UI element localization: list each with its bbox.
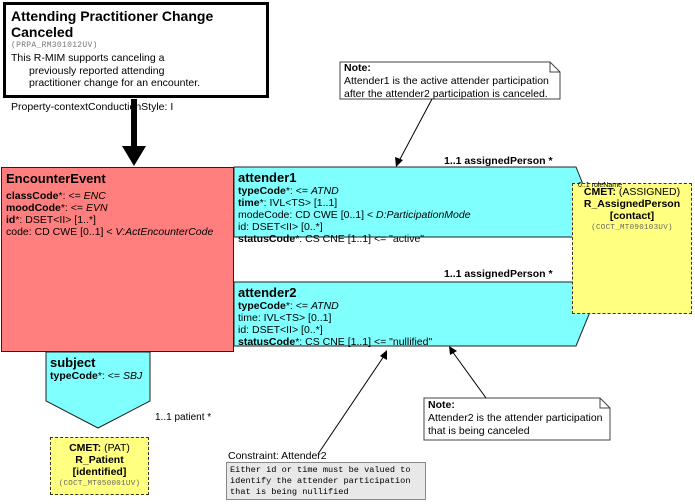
note-attender2: Note: Attender2 is the attender particip…	[428, 399, 603, 438]
model-id: (PRPA_RM301012UV)	[11, 41, 98, 50]
attender2-participation: attender2 typeCode*: <= ATND time: IVL<T…	[238, 285, 432, 348]
model-title-box: Attending Practitioner Change Canceled (…	[3, 2, 269, 113]
cmet-name: R_AssignedPerson	[583, 198, 681, 210]
subject-shape	[45, 351, 151, 429]
note2-pointer	[451, 350, 487, 399]
note-attender1: Note: Attender1 is the active attender p…	[344, 62, 549, 101]
attribute-row: time: IVL<TS> [0..1]	[238, 312, 332, 324]
cmet-flavor: [identified]	[72, 466, 127, 478]
note1-shape	[339, 61, 561, 100]
cmet-id: (COCT_MT090103UV)	[591, 224, 673, 232]
attender1-participation: attender1 typeCode*: <= ATND time*: IVL<…	[238, 170, 471, 245]
description-line: This R-MIM supports canceling a	[11, 52, 165, 64]
note2-shape	[423, 397, 611, 441]
note-line: after the attender2 participation is can…	[344, 88, 548, 100]
cmet-flavor: [contact]	[609, 210, 655, 222]
description-line: practitioner change for an encounter.	[29, 77, 201, 89]
cmet-patient: CMET: (PAT) R_Patient [identified] (COCT…	[50, 437, 149, 495]
class-name: EncounterEvent	[6, 171, 106, 186]
encounter-event-class: EncounterEvent classCode*: <= ENC moodCo…	[1, 167, 234, 352]
attribute-row: typeCode*: <= SBJ	[50, 370, 143, 382]
note-title: Note:	[428, 399, 455, 411]
model-title: Attending Practitioner Change Canceled	[11, 8, 214, 40]
note-title: Note:	[344, 62, 371, 74]
class-name: attender2	[238, 285, 297, 300]
role-name-overlap-label: 0..1 roleName	[578, 182, 622, 189]
constraint-box: Either id or time must be valued to iden…	[226, 462, 426, 500]
attender2-relationship-label: 1..1 assignedPerson *	[444, 268, 553, 280]
attribute-row: id: DSET<II> [0..*]	[238, 324, 323, 336]
constraint-line: identify the attender participation	[230, 476, 411, 486]
attribute-row: modeCode: CD CWE [0..1] < D:Participatio…	[238, 209, 471, 221]
model-description: This R-MIM supports canceling a previous…	[11, 52, 261, 90]
cmet-assigned-person: CMET: (ASSIGNED) R_AssignedPerson [conta…	[572, 183, 692, 314]
subject-relationship-label: 1..1 patient *	[155, 412, 212, 423]
attribute-row: typeCode*: <= ATND	[238, 185, 339, 197]
context-arrow-head	[122, 146, 146, 166]
subject-participation: subject typeCode*: <= SBJ	[50, 355, 142, 382]
attribute-row: code: CD CWE [0..1] < V:ActEncounterCode	[6, 226, 214, 238]
class-name: attender1	[238, 170, 297, 185]
constraint-line: that is being nullified	[230, 487, 349, 497]
attribute-row: id*: DSET<II> [1..*]	[6, 214, 96, 226]
attribute-row: moodCode*: <= EVN	[6, 202, 108, 214]
attribute-row: statusCode*: CS CNE [1..1] <= "nullified…	[238, 336, 433, 348]
attender2-shape	[233, 281, 591, 347]
note-line: that is being canceled	[428, 425, 530, 437]
description-line: previously reported attending	[29, 64, 165, 77]
model-property: Property-contextConductionStyle: I	[11, 100, 174, 113]
attribute-row: statusCode*: CS CNE [1..1] <= "active"	[238, 233, 425, 245]
attribute-row: id: DSET<II> [0..*]	[238, 221, 323, 233]
attribute-row: time*: IVL<TS> [1..1]	[238, 197, 338, 209]
cmet-id: (COCT_MT050001UV)	[58, 480, 141, 488]
constraint-title: Constraint: Attender2	[228, 450, 327, 462]
attribute-row: typeCode*: <= ATND	[238, 300, 339, 312]
note-line: Attender1 is the active attender partici…	[344, 75, 549, 87]
attender1-relationship-label: 1..1 assignedPerson *	[444, 155, 553, 167]
note-line: Attender2 is the attender participation	[428, 412, 603, 424]
class-name: subject	[50, 355, 96, 370]
constraint-pointer	[317, 355, 385, 455]
constraint-line: Either id or time must be valued to	[230, 465, 411, 475]
note1-pointer	[398, 98, 433, 162]
cmet-name: R_Patient	[75, 454, 124, 466]
attribute-row: classCode*: <= ENC	[6, 190, 106, 202]
